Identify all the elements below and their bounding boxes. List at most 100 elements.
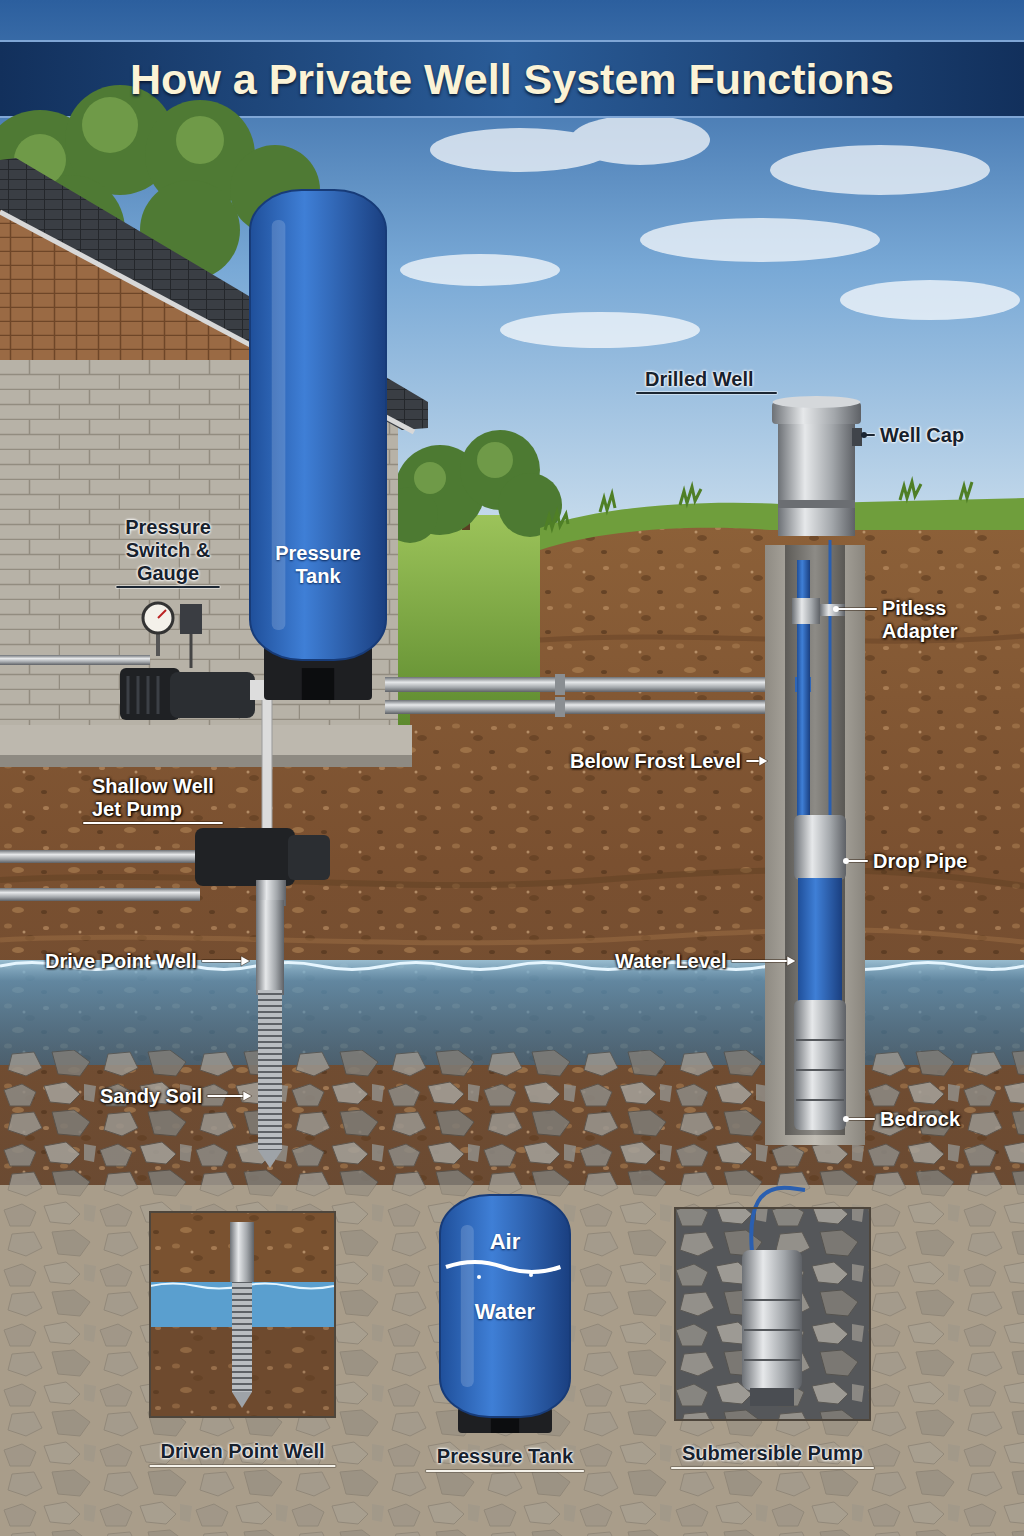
callout-label: Drop Pipe — [873, 850, 967, 873]
callout-label: Water Level — [615, 950, 727, 973]
inset-driven-point — [150, 1212, 335, 1282]
leader-line — [864, 434, 874, 436]
trees — [82, 97, 138, 153]
inset-submersible — [675, 1208, 870, 1420]
inset-driven-point — [150, 1212, 335, 1282]
sky — [500, 312, 700, 348]
inset-driven-point — [150, 1212, 335, 1417]
leader-line — [84, 822, 222, 824]
leader-dot — [843, 1116, 849, 1122]
callout-label: Shallow Well Jet Pump — [92, 775, 232, 821]
trees — [384, 515, 554, 725]
supply-pipes — [555, 674, 565, 695]
leader-line — [117, 586, 219, 588]
pressure-switch-gauge — [0, 655, 150, 665]
supply-pipes — [385, 677, 805, 692]
callout-label: Below Frost Level — [570, 750, 741, 773]
leader-halo — [150, 1464, 334, 1468]
inset-panel: Driven Point Well — [150, 1212, 335, 1482]
pressure-tank: Pressure Tank — [250, 190, 386, 700]
leader-halo — [846, 859, 867, 863]
supply-pipes — [385, 674, 805, 717]
pressure-switch-gauge — [180, 604, 202, 634]
drilled-well — [852, 428, 862, 446]
node-text: Submersible Pump — [675, 1442, 870, 1465]
sparkle — [477, 1275, 481, 1279]
leader-halo — [84, 821, 222, 825]
diagram-title: How a Private Well System Functions — [130, 55, 894, 104]
soil — [0, 930, 1024, 943]
drilled-well — [785, 545, 845, 1135]
jet-pump-top — [170, 672, 255, 718]
leader-line — [150, 1465, 334, 1467]
jet-pump-underground — [0, 850, 210, 863]
drive-point-well — [258, 990, 282, 1150]
leader-arrowhead — [787, 956, 796, 966]
drilled-well — [765, 396, 865, 1145]
supply-pipes — [555, 697, 565, 717]
node-shape — [675, 1208, 870, 1483]
inset-submersible — [750, 1388, 794, 1406]
label-anchor: Bedrock — [880, 1108, 960, 1131]
drilled-well — [794, 1000, 846, 1130]
house — [0, 158, 428, 767]
inset-submersible — [751, 1188, 805, 1252]
tank-highlight — [461, 1225, 474, 1387]
inset-panel: Submersible Pump — [675, 1208, 870, 1483]
tank-highlight — [272, 220, 286, 630]
drilled-well — [798, 878, 842, 1003]
title-band — [0, 40, 1024, 42]
leader-halo — [747, 759, 761, 763]
leader-arrowhead — [241, 956, 250, 966]
callout-label: Well Cap — [880, 424, 964, 447]
callout-label: Drive Point Well — [45, 950, 197, 973]
pressure-switch-gauge — [158, 610, 166, 618]
drilled-well — [765, 545, 865, 1145]
title-bar: How a Private Well System Functions — [0, 40, 1024, 118]
leader-line — [427, 1470, 583, 1472]
leader-line — [672, 1467, 873, 1469]
leader-halo — [864, 433, 874, 437]
label-anchor: Pressure Switch & Gauge — [103, 516, 233, 585]
node-text: Water — [420, 1299, 590, 1324]
leader-halo — [427, 1469, 583, 1473]
leader-dot — [843, 858, 849, 864]
inset-submersible — [675, 1208, 870, 1420]
leader-halo — [672, 1466, 873, 1470]
leader-line — [637, 392, 776, 394]
leader-line — [846, 1118, 874, 1120]
tank-base — [302, 668, 334, 700]
callout-label: Pressure Switch & Gauge — [103, 516, 233, 585]
drilled-well — [820, 604, 845, 616]
pressure-switch-gauge — [156, 634, 160, 656]
sky — [570, 115, 710, 165]
trees — [414, 442, 513, 494]
leader-arrowhead — [243, 1091, 252, 1101]
drive-point-well — [256, 900, 284, 1168]
callout-label: Drilled Well — [645, 368, 754, 391]
inset-submersible — [675, 1188, 870, 1420]
jet-pump-underground — [195, 828, 295, 886]
panel-frame — [150, 1212, 335, 1417]
leader-halo — [846, 1117, 874, 1121]
drilled-well — [794, 815, 846, 880]
leader-halo — [733, 959, 789, 963]
pressure-switch-gauge — [0, 603, 202, 668]
trees — [14, 97, 224, 186]
leader-halo — [836, 607, 876, 611]
jet-pump-top — [128, 676, 158, 714]
label-anchor: Well Cap — [880, 424, 964, 447]
soil — [545, 482, 972, 530]
label-anchor: Below Frost Level — [570, 750, 741, 773]
panel-frame — [675, 1208, 870, 1420]
drilled-well — [778, 500, 855, 508]
leader-halo — [637, 391, 776, 395]
tank-base — [491, 1419, 519, 1433]
trees — [176, 116, 224, 164]
trees — [414, 462, 446, 494]
node-text: Pressure Tank — [250, 542, 386, 588]
sky — [640, 218, 880, 262]
label-anchor: Pitless Adapter — [882, 597, 992, 643]
inset-tank: AirWaterPressure Tank — [420, 1195, 590, 1477]
